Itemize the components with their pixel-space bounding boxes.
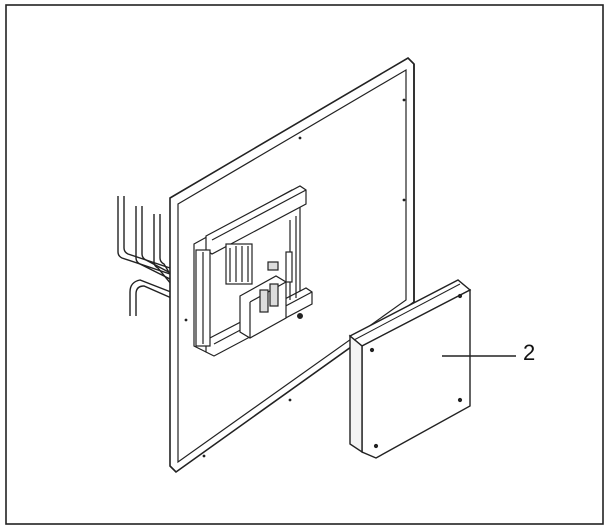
enclosure-box <box>348 279 472 459</box>
electronics-assembly <box>193 185 313 357</box>
cable-bundle <box>117 196 177 316</box>
callout-label-2: 2 <box>523 340 536 365</box>
